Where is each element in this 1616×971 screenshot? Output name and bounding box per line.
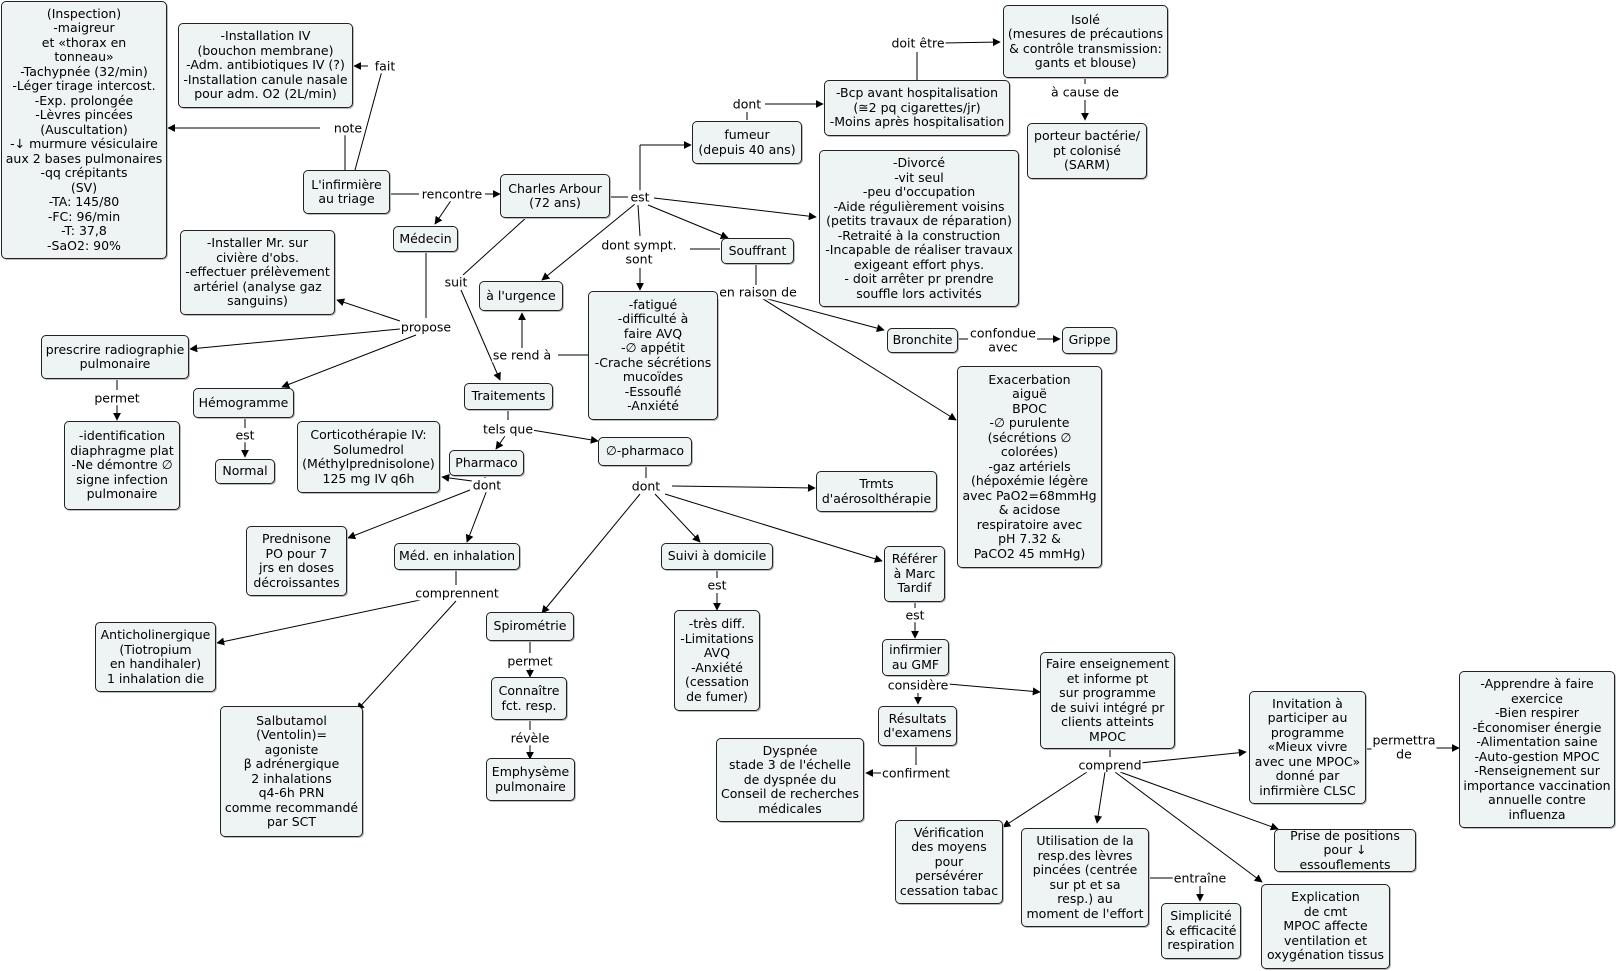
node-salbutamol[interactable]: Salbutamol (Ventolin)= agoniste β adréne…: [220, 706, 363, 837]
node-resultats[interactable]: Résultats d'examens: [878, 706, 957, 746]
node-bcp[interactable]: -Bcp avant hospitalisation (≅2 pq cigare…: [824, 80, 1010, 136]
link-dont-sympt: dont sympt. sont: [600, 237, 678, 266]
node-emphyseme[interactable]: Emphysème pulmonaire: [486, 758, 575, 801]
link-confondue: confondue avec: [969, 325, 1037, 354]
link-suit: suit: [443, 274, 469, 290]
node-med-inhalation[interactable]: Méd. en inhalation: [394, 543, 520, 570]
link-permettra: permettra de: [1371, 732, 1437, 761]
node-installation-iv[interactable]: -Installation IV (bouchon membrane) -Adm…: [178, 23, 353, 108]
link-a-cause-de: à cause de: [1050, 84, 1120, 100]
node-charles-arbour[interactable]: Charles Arbour (72 ans): [500, 174, 610, 218]
node-hemogramme[interactable]: Hémogramme: [193, 388, 294, 418]
link-dont-pharmaco: dont: [471, 477, 503, 493]
node-trmts-aerosol[interactable]: Trmts d'aérosolthérapie: [816, 471, 937, 512]
node-suivi-domicile[interactable]: Suivi à domicile: [661, 543, 773, 570]
node-porteur[interactable]: porteur bactérie/ pt colonisé (SARM): [1027, 123, 1147, 179]
node-fumeur[interactable]: fumeur (depuis 40 ans): [692, 121, 802, 164]
node-installer[interactable]: -Installer Mr. sur civière d'obs. -effec…: [180, 230, 335, 315]
link-permet-radio: permet: [93, 390, 141, 406]
link-note: note: [332, 120, 364, 136]
link-revele: révèle: [509, 730, 551, 746]
node-medecin[interactable]: Médecin: [393, 226, 458, 252]
node-urgence[interactable]: à l'urgence: [479, 281, 563, 311]
link-comprennent: comprennent: [414, 585, 500, 601]
link-permet-spiro: permet: [506, 653, 554, 669]
node-radiographie[interactable]: prescrire radiographie pulmonaire: [41, 335, 189, 379]
node-simplicite[interactable]: Simplicité & efficacité respiration: [1161, 903, 1241, 959]
link-fait: fait: [373, 58, 397, 74]
link-est-charles: est: [629, 189, 651, 205]
node-pharmaco[interactable]: Pharmaco: [449, 450, 524, 476]
node-identification[interactable]: -identification diaphragme plat -Ne démo…: [64, 421, 180, 510]
link-en-raison-de: en raison de: [718, 284, 798, 300]
link-dont-nonpharma: dont: [630, 478, 662, 494]
node-exacerbation[interactable]: Exacerbation aiguë BPOC -∅ purulente (sé…: [957, 366, 1102, 568]
node-verification[interactable]: Vérification des moyens pour persévérer …: [895, 820, 1003, 904]
node-invitation[interactable]: Invitation à participer au programme «Mi…: [1249, 691, 1366, 804]
node-infirmiere-triage[interactable]: L'infirmière au triage: [303, 170, 390, 214]
node-dyspnee[interactable]: Dyspnée stade 3 de l'échelle de dyspnée …: [716, 738, 864, 822]
node-souffrant[interactable]: Souffrant: [721, 238, 794, 264]
node-tres-diff[interactable]: -très diff. -Limitations AVQ -Anxiété (c…: [674, 610, 760, 711]
link-dont-fumeur: dont: [731, 96, 763, 112]
node-isole[interactable]: Isolé (mesures de précautions & contrôle…: [1003, 5, 1168, 78]
link-propose: propose: [399, 319, 453, 335]
node-prednisone[interactable]: Prednisone PO pour 7 jrs en doses décroi…: [246, 526, 347, 596]
node-explication[interactable]: Explication de cmt MPOC affecte ventilat…: [1261, 884, 1390, 969]
node-divorce[interactable]: -Divorcé -vit seul -peu d'occupation -Ai…: [819, 150, 1019, 307]
node-prise-positions[interactable]: Prise de positions pour ↓ essouflements: [1274, 828, 1416, 872]
node-apprendre[interactable]: -Apprendre à faire exercice -Bien respir…: [1459, 671, 1615, 828]
link-est-hemogramme: est: [234, 427, 256, 443]
node-spirometrie[interactable]: Spirométrie: [486, 612, 574, 641]
node-fatigue[interactable]: -fatigué -difficulté à faire AVQ -∅ appé…: [588, 291, 718, 420]
link-confirment: confirment: [881, 765, 951, 781]
node-faire-enseignement[interactable]: Faire enseignement et informe pt sur pro…: [1040, 652, 1175, 749]
link-comprend: comprend: [1077, 757, 1143, 773]
link-tels-que: tels que: [481, 421, 535, 437]
link-est-referer: est: [904, 607, 926, 623]
node-utilisation[interactable]: Utilisation de la resp.des lèvres pincée…: [1021, 828, 1149, 927]
node-connaitre[interactable]: Connaître fct. resp.: [491, 677, 567, 720]
link-se-rend: se rend à: [491, 347, 553, 363]
node-inspection[interactable]: (Inspection) -maigreur et «thorax en ton…: [1, 1, 167, 259]
node-non-pharmaco[interactable]: ∅-pharmaco: [598, 437, 692, 466]
node-normal[interactable]: Normal: [215, 459, 275, 484]
node-corticotherapie[interactable]: Corticothérapie IV: Solumedrol (Méthylpr…: [297, 421, 440, 493]
node-bronchite[interactable]: Bronchite: [887, 328, 958, 353]
node-anticholinergique[interactable]: Anticholinergique (Tiotropium en handiha…: [95, 622, 216, 692]
link-rencontre: rencontre: [420, 186, 484, 202]
link-est-suivi: est: [706, 577, 728, 593]
link-considere: considère: [886, 677, 950, 693]
node-grippe[interactable]: Grippe: [1062, 327, 1117, 354]
node-referer[interactable]: Référer à Marc Tardif: [884, 546, 945, 602]
link-entraine: entraîne: [1172, 870, 1228, 886]
node-traitements[interactable]: Traitements: [464, 383, 553, 410]
node-infirmier-gmf[interactable]: infirmier au GMF: [882, 639, 949, 676]
link-doit-etre: doit être: [890, 35, 946, 51]
